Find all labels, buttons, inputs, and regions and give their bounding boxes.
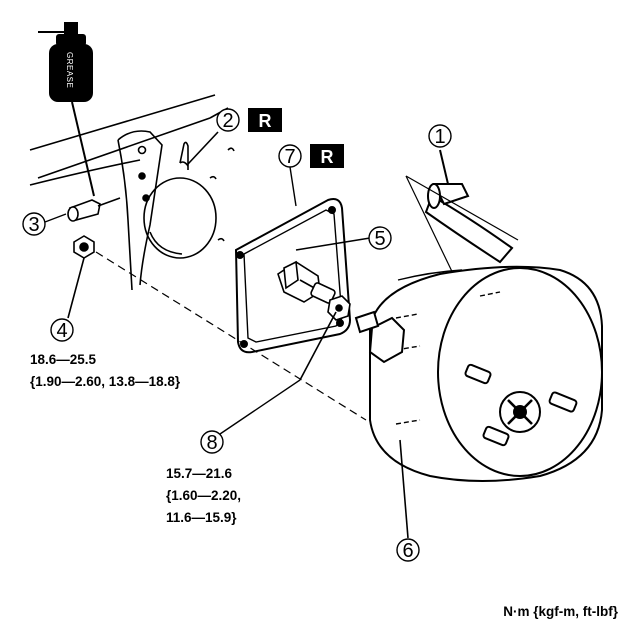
torque-spec-8-line3: 11.6—15.9} [166,510,237,525]
power-brake-unit [354,265,603,539]
units-label: N·m {kgf-m, ft-lbf} [503,604,618,619]
mounting-nut [67,235,95,319]
svg-text:5: 5 [374,228,385,250]
grease-label: GREASE [65,52,74,88]
callout-4: 4 [50,318,74,342]
grease-tube: GREASE [38,22,95,197]
torque-spec-nut-8: 15.7—21.6 {1.60—2.20, 11.6—15.9} [166,466,241,525]
svg-text:2: 2 [222,110,233,132]
svg-text:6: 6 [402,540,413,562]
replace-badge-2 [248,108,282,132]
callout-1: 1 [428,124,452,148]
snap-pin [179,131,219,170]
torque-spec-4-line1: 18.6—25.5 [30,352,97,367]
svg-text:R: R [321,147,334,167]
gasket [234,198,352,354]
svg-text:1: 1 [434,126,445,148]
svg-text:3: 3 [28,214,39,236]
torque-spec-nut-4: 18.6—25.5 {1.90—2.60, 13.8—18.8} [30,352,181,389]
pedal-bracket [29,94,235,291]
callout-5: 5 [368,226,392,250]
svg-text:4: 4 [56,320,67,342]
callout-8: 8 [200,379,301,454]
svg-text:R: R [259,111,272,131]
svg-text:8: 8 [206,432,217,454]
callout-2: 2 R [216,108,282,132]
torque-spec-4-line2: {1.90—2.60, 13.8—18.8} [30,374,181,389]
torque-spec-8-line2: {1.60—2.20, [166,488,241,503]
clevis-pin [67,197,121,222]
svg-text:7: 7 [284,146,295,168]
callout-3: 3 [22,212,67,236]
fork [277,237,371,381]
replace-badge-7 [310,144,344,168]
callout-6: 6 [396,538,420,562]
callout-7: 7 R [278,144,344,207]
assembly-line [95,251,367,421]
torque-spec-8-line1: 15.7—21.6 [166,466,233,481]
